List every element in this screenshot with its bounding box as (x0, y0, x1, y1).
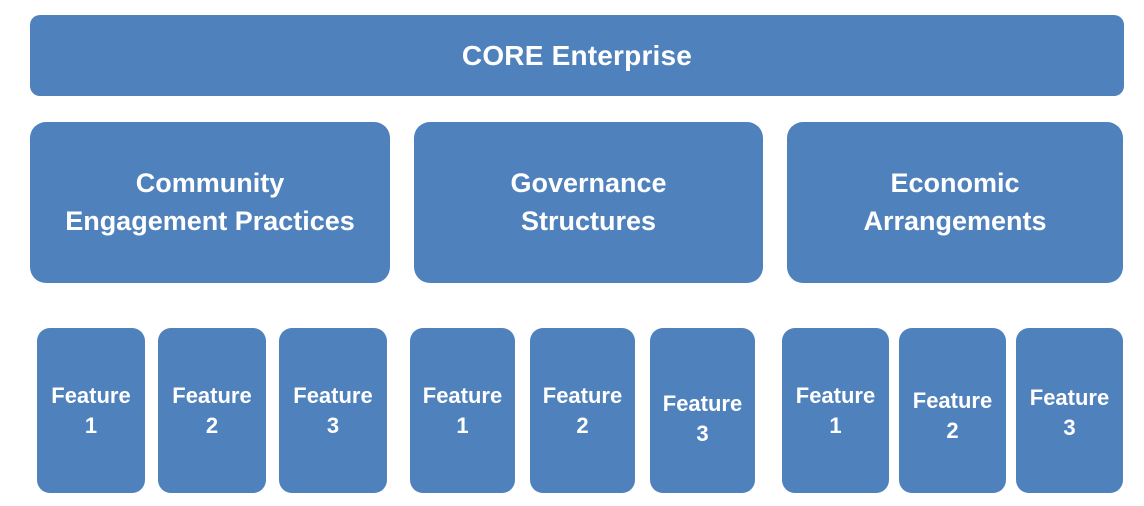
feature-node-label: Feature 2 (172, 382, 252, 438)
branch-node-community-engagement: Community Engagement Practices (30, 122, 390, 283)
feature-node: Feature 1 (782, 328, 889, 493)
root-node: CORE Enterprise (30, 15, 1124, 96)
root-node-label: CORE Enterprise (461, 39, 693, 71)
feature-node: Feature 1 (37, 328, 145, 493)
branch-label-line: Arrangements (863, 205, 1047, 236)
branch-node-governance-structures: Governance Structures (414, 122, 763, 283)
branch-label-line: Economic (890, 167, 1020, 198)
feature-group-governance-structures: Feature 1 Feature 2 Feature 3 (410, 328, 755, 493)
feature-node: Feature 3 (279, 328, 387, 493)
branch-label-line: Community (135, 167, 285, 198)
branch-label-line: Governance (510, 167, 667, 198)
feature-node: Feature 1 (410, 328, 515, 493)
branch-label-line: Engagement Practices (65, 205, 355, 236)
branch-label-line: Structures (520, 205, 657, 236)
feature-group-community-engagement: Feature 1 Feature 2 Feature 3 (37, 328, 387, 493)
feature-node: Feature 2 (158, 328, 266, 493)
feature-node-label: Feature 2 (542, 382, 623, 438)
feature-group-economic-arrangements: Feature 1 Feature 2 Feature 3 (782, 328, 1123, 493)
feature-node-label: Feature 1 (422, 382, 503, 438)
feature-node-label: Feature 3 (662, 390, 743, 446)
feature-node-label: Feature 1 (795, 382, 876, 438)
feature-node-label: Feature 1 (51, 382, 131, 438)
feature-node-label: Feature 3 (1029, 384, 1110, 440)
branch-node-label: Governance Structures (510, 165, 666, 241)
branch-node-economic-arrangements: Economic Arrangements (787, 122, 1123, 283)
feature-node: Feature 2 (530, 328, 635, 493)
branch-node-label: Community Engagement Practices (65, 165, 355, 241)
feature-node: Feature 2 (899, 328, 1006, 493)
branch-node-label: Economic Arrangements (863, 165, 1046, 241)
feature-node-label: Feature 3 (293, 382, 373, 438)
feature-node: Feature 3 (1016, 328, 1123, 493)
feature-node-label: Feature 2 (912, 387, 993, 443)
feature-node: Feature 3 (650, 328, 755, 493)
